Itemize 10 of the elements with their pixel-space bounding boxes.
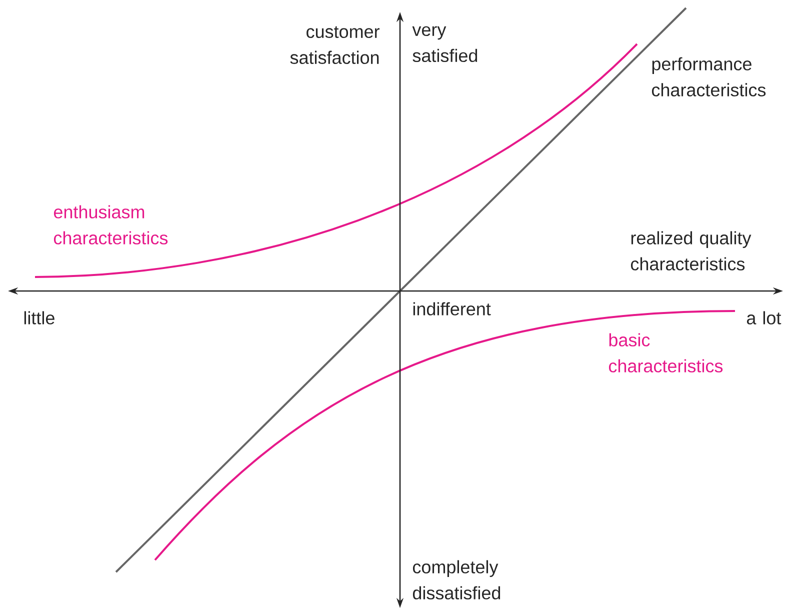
axis-label: customer satisfaction bbox=[290, 26, 380, 64]
curve-label: enthusiasm characteristics bbox=[54, 205, 168, 244]
axis-label: little bbox=[24, 311, 54, 324]
curve-label: basic characteristics bbox=[608, 333, 723, 372]
curve-label: performance characteristics bbox=[652, 57, 766, 96]
axis-label: realized quality characteristics bbox=[630, 231, 752, 270]
axis-label: very satisfied bbox=[412, 26, 478, 62]
axis-label: indifferent bbox=[413, 302, 491, 316]
axis-label: a lot bbox=[746, 311, 782, 324]
axis-label: completely dissatisfied bbox=[412, 560, 500, 600]
